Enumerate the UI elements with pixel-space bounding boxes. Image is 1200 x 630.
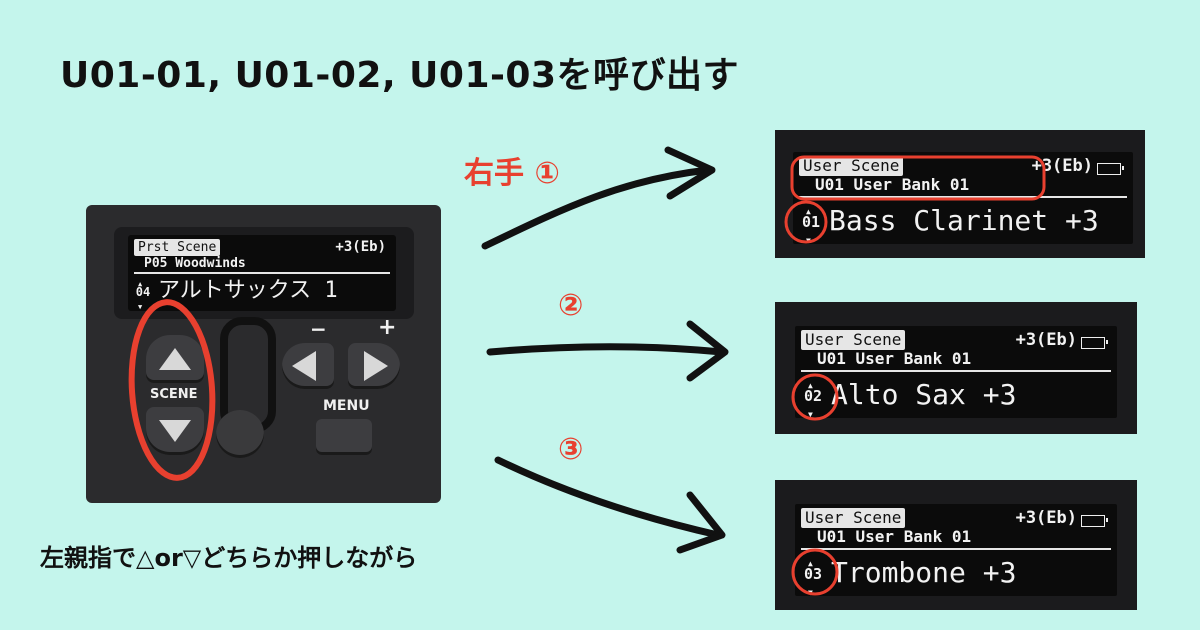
instruction-caption: 左親指で△or▽どちらか押しながら — [40, 544, 418, 572]
triangle-left-icon — [292, 351, 316, 381]
scene-down-button[interactable] — [146, 407, 204, 455]
scene-type-tag: User Scene — [801, 330, 906, 350]
number-highlight-circle-3 — [791, 548, 839, 596]
device-lcd: Prst Scene +3(Eb) P05 Woodwinds 04 アルトサッ… — [128, 235, 396, 320]
bank-name: U01 User Bank 01 — [817, 349, 972, 368]
screen-lcd: User Scene +3(Eb) U01 User Bank 01 02 Al… — [795, 326, 1117, 431]
battery-icon — [1097, 163, 1124, 175]
patch-name: アルトサックス 1 — [158, 278, 338, 303]
divider — [801, 548, 1111, 550]
scene-type-tag: Prst Scene — [134, 239, 221, 256]
number-highlight-circle-2 — [791, 373, 839, 421]
menu-button[interactable] — [316, 419, 372, 455]
transpose-value: +3(Eb) — [335, 239, 386, 255]
transpose-value: +3(Eb) — [1015, 330, 1077, 350]
battery-icon — [1081, 515, 1108, 527]
bank-name: U01 User Bank 01 — [815, 175, 970, 194]
triangle-up-icon — [159, 348, 191, 370]
scene-number: 04 — [132, 271, 154, 320]
screen-lcd: User Scene +3(Eb) U01 User Bank 01 03 Tr… — [795, 504, 1117, 609]
step-3-label: ③ — [558, 432, 584, 467]
transpose-value: +3(Eb) — [1015, 508, 1077, 528]
bank-name: P05 Woodwinds — [144, 256, 246, 271]
scene-up-button[interactable] — [146, 335, 204, 383]
bank-name: U01 User Bank 01 — [817, 527, 972, 546]
plus-button[interactable] — [348, 343, 400, 389]
plus-label: + — [378, 315, 397, 340]
patch-name: Trombone +3 — [831, 556, 1017, 589]
step-2-label: ② — [558, 288, 584, 323]
arrow-to-screen-3 — [494, 456, 722, 539]
triangle-right-icon — [364, 351, 388, 381]
divider — [801, 370, 1111, 372]
triangle-down-icon — [159, 420, 191, 442]
arrow-to-screen-1 — [481, 166, 712, 250]
center-button[interactable] — [216, 410, 264, 458]
screen-scene-03: User Scene +3(Eb) U01 User Bank 01 03 Tr… — [775, 480, 1137, 610]
bank-highlight-box — [790, 155, 1046, 201]
arrow-head-2 — [686, 320, 729, 382]
arrow-head-1 — [664, 146, 716, 200]
page-title: U01-01, U01-02, U01-03を呼び出す — [60, 55, 740, 96]
arrow-to-screen-2 — [486, 343, 726, 356]
transpose-value: +3(Eb) — [1031, 156, 1093, 176]
step-1-label: 右手 ① — [464, 156, 560, 191]
menu-button-label: MENU — [323, 398, 370, 414]
battery-icon — [1081, 337, 1108, 349]
number-highlight-circle-1 — [784, 200, 828, 244]
minus-button[interactable] — [282, 343, 334, 389]
screen-scene-02: User Scene +3(Eb) U01 User Bank 01 02 Al… — [775, 302, 1137, 434]
divider — [134, 272, 390, 274]
patch-name: Alto Sax +3 — [831, 378, 1017, 411]
scene-number: 02 — [799, 370, 827, 431]
scene-highlight-ellipse — [128, 299, 216, 481]
arrow-head-3 — [676, 491, 726, 554]
patch-name: Bass Clarinet +3 — [829, 204, 1099, 237]
device-photo: Prst Scene +3(Eb) P05 Woodwinds 04 アルトサッ… — [86, 205, 441, 503]
scene-button-label: SCENE — [150, 387, 198, 402]
minus-label: − — [310, 317, 327, 341]
scene-type-tag: User Scene — [801, 508, 906, 528]
scene-type-tag: User Scene — [799, 156, 904, 176]
divider — [799, 196, 1127, 198]
